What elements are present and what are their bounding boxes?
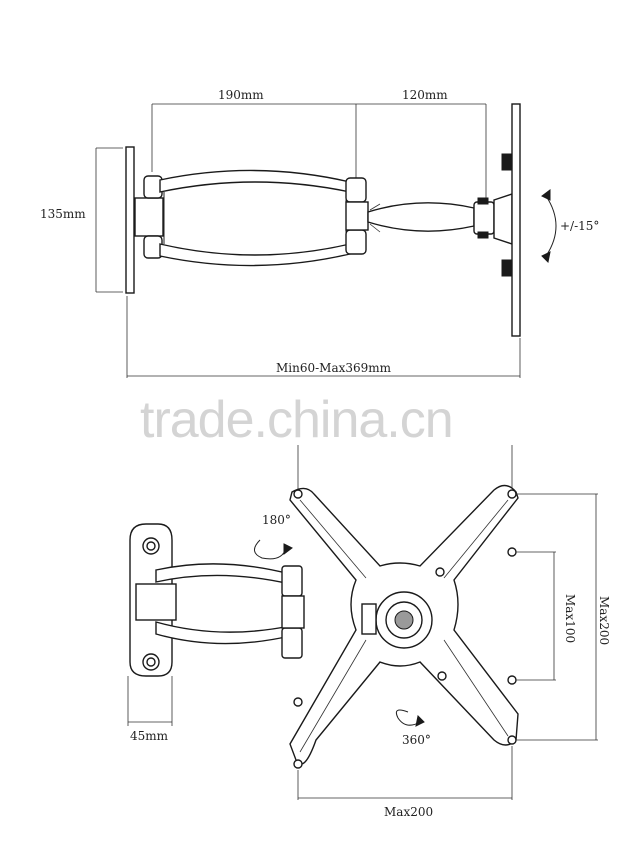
tv-plate — [511, 103, 521, 337]
spin-arrow — [395, 709, 421, 726]
vesa-hole — [507, 489, 517, 499]
plate-screw — [501, 259, 513, 277]
elbow-front-block — [281, 595, 305, 629]
vesa-hole — [293, 489, 303, 499]
lower-arm-front — [155, 621, 291, 645]
tilt-label: +/-15° — [560, 219, 599, 233]
tilt-head — [473, 201, 495, 235]
vesa-hole — [507, 547, 517, 557]
vesa-hole — [435, 567, 445, 577]
elbow-bottom — [345, 229, 367, 255]
elbow-front-top — [281, 565, 303, 597]
tilt-arrow-head — [541, 251, 551, 264]
tilt-arrow — [545, 195, 557, 257]
plate-screw — [501, 153, 513, 171]
dim-height: 135mm — [40, 207, 86, 221]
upper-arm — [159, 169, 351, 193]
wall-screw-hole-inner — [146, 541, 156, 551]
hub-mount — [361, 603, 377, 635]
rotate-arrow-head — [283, 543, 293, 555]
tilt-knob — [477, 231, 489, 239]
tilt-bracket — [493, 193, 513, 245]
upper-arm-front — [155, 563, 291, 585]
elbow-front-bottom — [281, 627, 303, 659]
spin-arrow-head — [415, 714, 425, 727]
dim-max200-horizontal: Max200 — [384, 805, 433, 819]
elbow-block — [345, 201, 369, 231]
vesa-hole — [507, 735, 517, 745]
dim-range: Min60-Max369mm — [276, 361, 392, 375]
tilt-knob — [477, 197, 489, 205]
vesa-hole — [507, 675, 517, 685]
spin-label: 360° — [402, 733, 431, 747]
wall-bracket-front — [135, 583, 177, 621]
vesa-hole — [293, 759, 303, 769]
dim-depth: 45mm — [130, 729, 169, 743]
tilt-arrow-head — [541, 189, 551, 201]
wall-bracket — [134, 197, 164, 237]
swivel-arm — [367, 202, 475, 232]
vesa-hole — [293, 697, 303, 707]
dim-max100: Max100 — [563, 594, 577, 643]
swivel-detail — [369, 223, 381, 233]
watermark: trade.china.cn — [140, 391, 453, 449]
vesa-hole — [437, 671, 447, 681]
top-view: 190mm 120mm 135mm Min60-Max369mm — [40, 88, 599, 378]
lower-arm — [159, 243, 351, 267]
center-hub-core — [394, 610, 414, 630]
wall-plate — [125, 146, 135, 294]
rotate-label: 180° — [262, 513, 291, 527]
dim-arm-length: 190mm — [218, 88, 264, 102]
swivel-detail — [369, 203, 381, 211]
vesa-plate-ridges — [299, 499, 509, 753]
rotate-arrow — [254, 539, 287, 560]
front-view: 180° 360° 45mm Max100 Max200 Max200 — [127, 445, 611, 819]
dim-max200-vertical: Max200 — [597, 596, 611, 645]
elbow-top — [345, 177, 367, 203]
wall-screw-hole-inner — [146, 657, 156, 667]
dim-swivel-length: 120mm — [402, 88, 448, 102]
